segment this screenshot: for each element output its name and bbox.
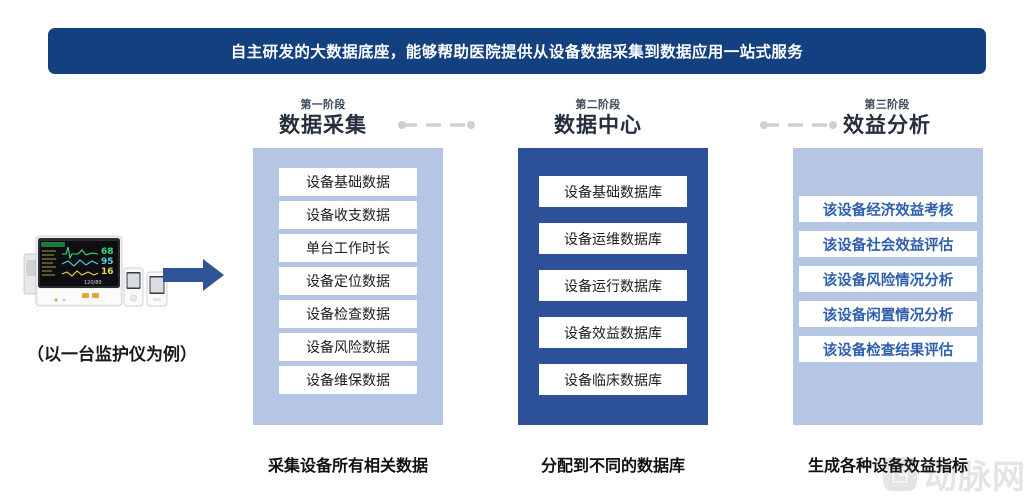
phase-2-panel: 设备基础数据库 设备运维数据库 设备运行数据库 设备效益数据库 设备临床数据库 (518, 148, 708, 425)
phase-3-stage-label: 第三阶段 (864, 99, 910, 111)
svg-text:68: 68 (101, 247, 114, 257)
list-item[interactable]: 设备运维数据库 (539, 223, 687, 254)
list-item[interactable]: 设备风险数据 (279, 333, 417, 361)
list-item[interactable]: 设备临床数据库 (539, 364, 687, 395)
list-item[interactable]: 该设备经济效益考核 (799, 196, 977, 222)
phase-1-stage-label: 第一阶段 (300, 99, 346, 111)
title-banner: 自主研发的大数据底座，能够帮助医院提供从设备数据采集到数据应用一站式服务 (48, 28, 986, 74)
list-item[interactable]: 设备运行数据库 (539, 270, 687, 301)
phase-2-stage-label: 第二阶段 (575, 99, 621, 111)
phase-2-title: 数据中心 (554, 114, 642, 137)
list-item[interactable]: 该设备社会效益评估 (799, 231, 977, 257)
phase-1-item-list: 设备基础数据 设备收支数据 单台工作时长 设备定位数据 设备检查数据 设备风险数… (253, 148, 443, 445)
svg-text:95: 95 (101, 257, 114, 267)
phase-3-item-list: 该设备经济效益考核 该设备社会效益评估 该设备风险情况分析 该设备闲置情况分析 … (793, 148, 983, 473)
list-item[interactable]: 设备基础数据库 (539, 176, 687, 207)
svg-text:120/80: 120/80 (84, 280, 102, 286)
list-item[interactable]: 该设备检查结果评估 (799, 336, 977, 362)
right-arrow-icon (163, 258, 225, 292)
connector-phase2-phase3-icon (760, 118, 838, 130)
list-item[interactable]: 单台工作时长 (279, 234, 417, 262)
list-item[interactable]: 设备基础数据 (279, 168, 417, 196)
patient-monitor-icon: 68 95 16 120/80 (22, 228, 172, 318)
list-item[interactable]: 设备收支数据 (279, 201, 417, 229)
title-banner-text: 自主研发的大数据底座，能够帮助医院提供从设备数据采集到数据应用一站式服务 (230, 44, 804, 61)
phase-header-2: 第二阶段 数据中心 (518, 98, 678, 139)
phase-1-title: 数据采集 (279, 114, 367, 137)
list-item[interactable]: 该设备风险情况分析 (799, 266, 977, 292)
phase-header-1: 第一阶段 数据采集 (253, 98, 393, 139)
phase-3-panel: 该设备经济效益考核 该设备社会效益评估 该设备风险情况分析 该设备闲置情况分析 … (793, 148, 983, 425)
phase-2-item-list: 设备基础数据库 设备运维数据库 设备运行数据库 设备效益数据库 设备临床数据库 (518, 148, 708, 453)
phase-1-panel: 设备基础数据 设备收支数据 单台工作时长 设备定位数据 设备检查数据 设备风险数… (253, 148, 443, 425)
phase-header-3: 第三阶段 效益分析 (792, 98, 982, 139)
phase-3-caption: 生成各种设备效益指标 (807, 458, 968, 475)
device-caption: （以一台监护仪为例） (27, 345, 197, 364)
phase-2-caption: 分配到不同的数据库 (540, 458, 685, 475)
list-item[interactable]: 设备定位数据 (279, 267, 417, 295)
list-item[interactable]: 设备效益数据库 (539, 317, 687, 348)
list-item[interactable]: 该设备闲置情况分析 (799, 301, 977, 327)
svg-text:16: 16 (101, 267, 114, 277)
list-item[interactable]: 设备维保数据 (279, 366, 417, 394)
list-item[interactable]: 设备检查数据 (279, 300, 417, 328)
phase-1-caption: 采集设备所有相关数据 (267, 458, 428, 475)
phase-3-title: 效益分析 (843, 114, 931, 137)
connector-phase1-phase2-icon (398, 118, 476, 130)
